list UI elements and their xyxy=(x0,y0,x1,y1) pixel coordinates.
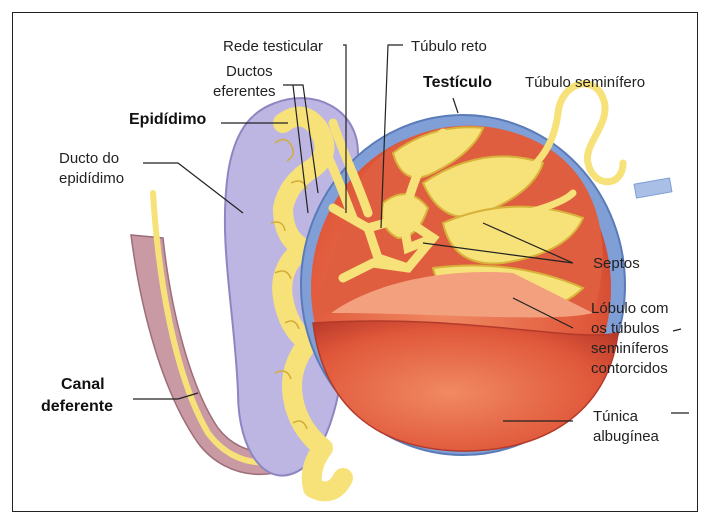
label-lobulo-1: Lóbulo com xyxy=(591,300,669,317)
label-rede-testicular: Rede testicular xyxy=(223,38,323,55)
testis-lower-surface xyxy=(313,321,618,451)
tubule-cross-section xyxy=(634,178,672,198)
label-lobulo-4: contorcidos xyxy=(591,360,668,377)
label-canal-deferente-1: Canal xyxy=(61,376,105,393)
label-ducto-epididimo-2: epidídimo xyxy=(59,170,124,187)
label-ducto-epididimo-1: Ducto do xyxy=(59,150,119,167)
label-ductos-eferentes-1: Ductos xyxy=(226,63,273,80)
label-lobulo-2: os túbulos xyxy=(591,320,659,337)
label-tubulo-reto: Túbulo reto xyxy=(411,38,487,55)
diagram-frame: Rede testicular Túbulo reto Ductos efere… xyxy=(12,12,698,512)
label-tunica-2: albugínea xyxy=(593,428,660,445)
label-lobulo-3: seminíferos xyxy=(591,340,669,357)
label-tubulo-seminifero: Túbulo seminífero xyxy=(525,74,645,91)
testis-diagram: Rede testicular Túbulo reto Ductos efere… xyxy=(13,13,698,512)
label-canal-deferente-2: deferente xyxy=(41,398,113,415)
label-epididimo: Epidídimo xyxy=(129,111,207,128)
label-ductos-eferentes-2: eferentes xyxy=(213,83,276,100)
label-testiculo: Testículo xyxy=(423,74,492,91)
label-tunica-1: Túnica xyxy=(593,408,639,425)
label-septos: Septos xyxy=(593,255,640,272)
